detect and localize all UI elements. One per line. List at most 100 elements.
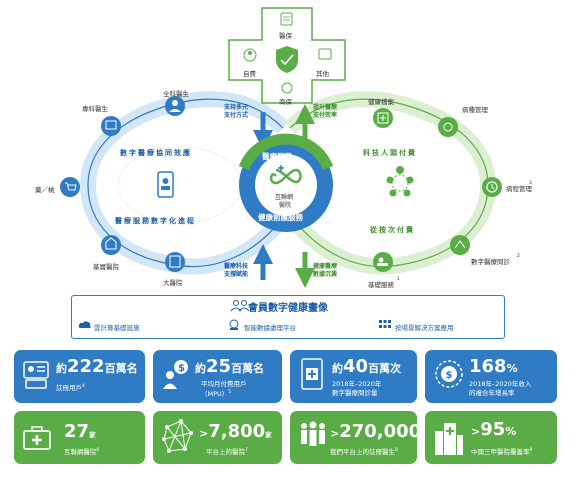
stat-prefix: >	[199, 427, 209, 440]
id-card-icon	[23, 361, 49, 389]
left-bottom-text: 醫療服務數字化進程	[115, 217, 196, 225]
stat-registered-doctors: >270,000名 我們平台上的註冊醫生8	[290, 411, 417, 464]
stat-prefix: >	[330, 427, 340, 440]
stat-sup: 4	[82, 384, 85, 389]
support-payment-label: 支持多元 支付方式	[224, 104, 249, 119]
specialist-node	[101, 116, 121, 136]
stat-tertiary-coverage: >95% 中國三甲醫院覆蓋率9	[425, 411, 557, 464]
course-mgmt-label: 病程管理	[506, 185, 532, 193]
stat-mpu: $ 約25百萬名 平均月付費用戶 （MPU）5	[153, 350, 282, 403]
stat-number: 7,800	[208, 421, 266, 442]
center-hub	[238, 133, 334, 232]
arrows	[253, 104, 315, 288]
insurance-cross	[228, 7, 346, 104]
stat-desc: 我們平台上的註冊醫生	[330, 448, 395, 457]
stat-sup: 6	[96, 448, 100, 453]
growth-coin-icon: $	[435, 360, 463, 388]
people-group-icon	[386, 166, 414, 197]
stat-desc: 註冊用戶	[56, 384, 82, 393]
health-care-label: 健康前護服務	[258, 213, 303, 222]
stat-desc: 中國三甲醫院覆蓋率	[471, 448, 530, 457]
data-sink-label: 健康醫療 數據沉澱	[313, 263, 338, 278]
stat-consultations: 約40百萬次 2018年–2020年 數字醫療問診量	[290, 350, 417, 403]
member-item-data: 智能數據處理平台	[244, 324, 296, 332]
stat-sup: 9	[529, 448, 533, 453]
data-platform-icon	[229, 319, 239, 330]
stat-unit: 家	[89, 431, 96, 439]
stat-registered-users: 約222百萬名 註冊用戶4	[14, 350, 145, 403]
digital-consult-node	[450, 235, 470, 255]
stat-desc: 平台上的醫院	[206, 448, 245, 457]
member-portrait-box: 會員數字健康畫像 雲計算基礎設施 智能數據處理平台 按場景解決方案應用	[71, 295, 505, 339]
medical-service-label: 醫療服務	[262, 152, 292, 161]
chronic-mgmt-label: 病種管理	[462, 106, 488, 114]
primary-hospital-label: 基層醫院	[93, 263, 119, 271]
improve-efficiency-label: 提升醫療 支付效率	[313, 104, 338, 119]
tablet-medical-icon	[301, 358, 323, 390]
general-doctor-label: 全科醫生	[163, 90, 189, 98]
stat-desc: 2018年–2020年 數字醫療問診量	[332, 380, 382, 397]
tech-empower-label: 醫療科技 支撐賦能	[224, 263, 249, 278]
member-item-cloud: 雲計算基礎設施	[94, 324, 140, 332]
shield-icon	[276, 46, 298, 73]
health-record-label: 健康檔案	[368, 98, 394, 106]
insurance-title: 醫保	[279, 32, 292, 40]
doctors-icon	[301, 421, 325, 446]
stat-sup: 8	[395, 448, 398, 453]
left-top-text: 數字醫療協同效應	[120, 149, 192, 157]
stat-number: 95	[480, 419, 506, 440]
stat-prefix: 約	[332, 362, 343, 375]
self-pay-label: 自費	[243, 70, 256, 78]
phone-icon	[157, 171, 174, 198]
stat-platform-hospitals: >7,800家 平台上的醫院7	[153, 411, 282, 464]
course-mgmt-sup: 3	[529, 181, 532, 186]
svg-text:$: $	[178, 363, 185, 374]
large-hospital-node	[165, 252, 185, 272]
right-nodes	[373, 108, 502, 272]
commercial-label: 商保	[279, 98, 292, 106]
medkit-icon	[23, 426, 51, 450]
primary-service-node	[373, 252, 393, 272]
member-item-solutions: 按場景解決方案應用	[395, 324, 454, 332]
digital-consult-label: 數字醫療問診	[471, 258, 510, 266]
primary-service-label: 基礎服務	[368, 281, 394, 289]
flow-diagram	[60, 7, 502, 288]
grid-apps-icon	[379, 320, 391, 328]
stat-number: 168	[469, 356, 507, 377]
svg-text:$: $	[446, 370, 453, 381]
stat-prefix: 約	[56, 362, 67, 375]
dollar-person-icon: $	[163, 360, 188, 389]
stat-cagr: $ 168% 2018年–2020年收入 的複合年增長率	[425, 350, 557, 403]
network-icon	[162, 419, 193, 453]
stat-unit: 百萬名	[231, 362, 265, 375]
stat-desc: 2018年–2020年收入 的複合年增長率	[469, 380, 532, 397]
stat-number: 40	[343, 356, 369, 377]
stat-unit: 百萬名	[104, 362, 138, 375]
person-icon	[243, 48, 257, 62]
stat-unit: %	[505, 425, 517, 438]
stat-sup: 7	[245, 448, 248, 453]
stat-prefix: 約	[195, 362, 206, 375]
briefcase-icon	[318, 48, 332, 60]
stat-number: 27	[64, 421, 90, 442]
logo-line2: 醫院	[279, 202, 292, 209]
stat-prefix: >	[471, 425, 481, 438]
pharmacy-label: 藥／械	[35, 186, 55, 194]
primary-service-sup: 1	[397, 277, 400, 282]
cloud-icon	[78, 321, 91, 328]
right-top-text: 科技人頭付費	[363, 149, 417, 157]
hospital-building-icon	[435, 423, 463, 455]
logo-icon	[269, 165, 302, 185]
stat-number: 222	[67, 356, 105, 377]
stat-unit: %	[506, 362, 518, 375]
specialist-label: 專科醫生	[82, 105, 108, 113]
primary-hospital-node	[101, 235, 121, 255]
large-hospital-label: 大醫院	[163, 279, 183, 287]
logo-line1: 互聯網	[275, 194, 294, 201]
stat-number: 270,000	[339, 421, 417, 442]
stat-internet-hospitals: 27家 互聯網醫院6	[14, 411, 145, 464]
stat-unit: 百萬次	[368, 362, 402, 375]
stat-sup: 5	[228, 389, 232, 395]
other-label: 其他	[316, 70, 329, 78]
stat-unit: 家	[265, 431, 272, 439]
